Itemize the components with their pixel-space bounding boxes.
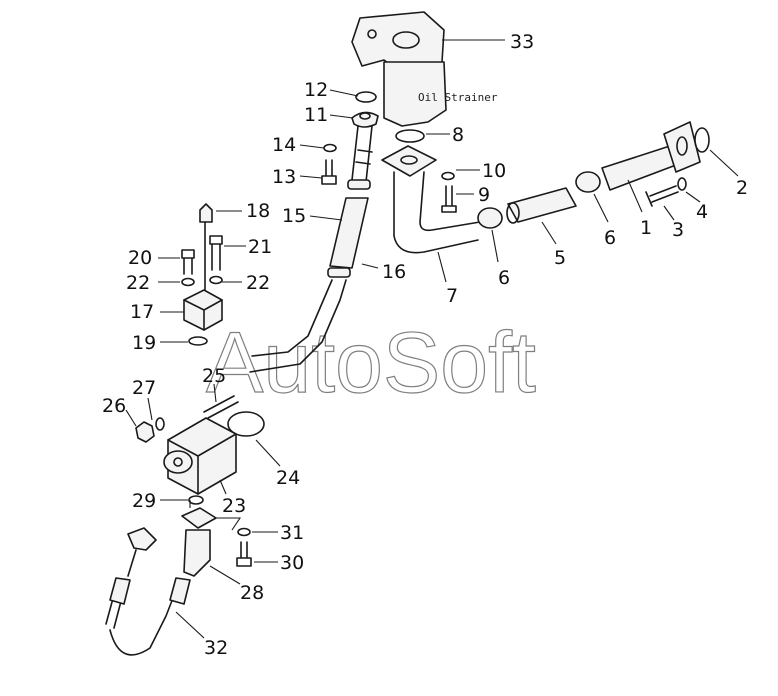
part-clamp-16-top [347, 179, 371, 190]
part-clamp-6-left [477, 207, 503, 229]
part-washer-27 [155, 417, 165, 431]
callout-22-right: 22 [246, 272, 270, 294]
callout-12: 12 [304, 79, 328, 101]
watermark-text: AutoSoft [206, 315, 536, 411]
part-washer-22-left [181, 277, 195, 287]
callout-13: 13 [272, 166, 296, 188]
callout-9: 9 [478, 184, 490, 206]
callout-31: 31 [280, 522, 304, 544]
part-clamp-16-bottom [327, 267, 351, 278]
callout-numbers: 1 2 3 4 5 6 6 7 8 9 10 11 12 13 14 15 16… [102, 31, 748, 659]
callout-11: 11 [304, 104, 328, 126]
part-oil-strainer [351, 11, 447, 127]
callout-6-left: 6 [498, 267, 510, 289]
callout-30: 30 [280, 552, 304, 574]
callout-32: 32 [204, 637, 228, 659]
leader-lines [125, 39, 739, 639]
callout-20: 20 [128, 247, 152, 269]
oil-strainer-caption: Oil Strainer [418, 91, 498, 104]
callout-18: 18 [246, 200, 270, 222]
callout-14: 14 [272, 134, 296, 156]
part-stud-25 [203, 395, 239, 419]
part-hose-15-upper [355, 149, 373, 165]
callout-16: 16 [382, 261, 406, 283]
callout-2: 2 [736, 177, 748, 199]
part-bolt-20 [181, 249, 195, 275]
callout-25: 25 [202, 365, 226, 387]
callout-5: 5 [554, 247, 566, 269]
callout-21: 21 [248, 236, 272, 258]
part-breather-18 [199, 203, 213, 223]
callout-6-right: 6 [604, 227, 616, 249]
part-clamp-6-right [575, 171, 601, 193]
part-washer-31 [237, 527, 251, 537]
callout-15: 15 [282, 205, 306, 227]
part-hose-15-main [329, 197, 369, 269]
callout-4: 4 [696, 201, 708, 223]
callout-19: 19 [132, 332, 156, 354]
part-o-ring-24 [227, 411, 265, 437]
callout-27: 27 [132, 377, 156, 399]
part-bolt-30 [236, 541, 252, 567]
part-nut-26 [135, 421, 155, 443]
callout-33: 33 [510, 31, 534, 53]
callout-1: 1 [640, 217, 652, 239]
part-washer-4 [677, 177, 687, 191]
part-o-ring-12 [355, 91, 377, 103]
part-washer-10 [441, 171, 455, 181]
part-washer-14 [323, 143, 337, 153]
part-hose-15 [351, 125, 373, 183]
part-pipe-1-flange [663, 121, 701, 173]
part-fitting-11 [351, 111, 379, 128]
part-hose-lower-run [249, 279, 347, 373]
part-bolt-21 [209, 235, 223, 271]
callout-24: 24 [276, 467, 300, 489]
part-hose-assembly-32 [105, 527, 191, 656]
part-elbow-pipe-7 [393, 171, 481, 254]
callout-29: 29 [132, 490, 156, 512]
callout-8: 8 [452, 124, 464, 146]
part-o-ring-29 [188, 495, 204, 505]
callout-7: 7 [446, 285, 458, 307]
part-washer-22-right [209, 275, 223, 285]
callout-10: 10 [482, 160, 506, 182]
part-flange-7 [381, 145, 437, 177]
part-adapter-28 [181, 507, 217, 577]
part-hose-5 [507, 187, 577, 223]
callout-23: 23 [222, 495, 246, 517]
part-bolt-9 [441, 185, 457, 213]
callout-26: 26 [102, 395, 126, 417]
part-o-ring-8 [395, 129, 425, 143]
part-pump-23 [163, 417, 237, 495]
callout-17: 17 [130, 301, 154, 323]
part-o-ring-19 [188, 336, 208, 346]
part-bolt-3 [645, 185, 679, 207]
callout-3: 3 [672, 219, 684, 241]
part-bolt-13 [321, 159, 337, 185]
part-o-ring-2 [694, 127, 710, 153]
callout-28: 28 [240, 582, 264, 604]
callout-22-left: 22 [126, 272, 150, 294]
